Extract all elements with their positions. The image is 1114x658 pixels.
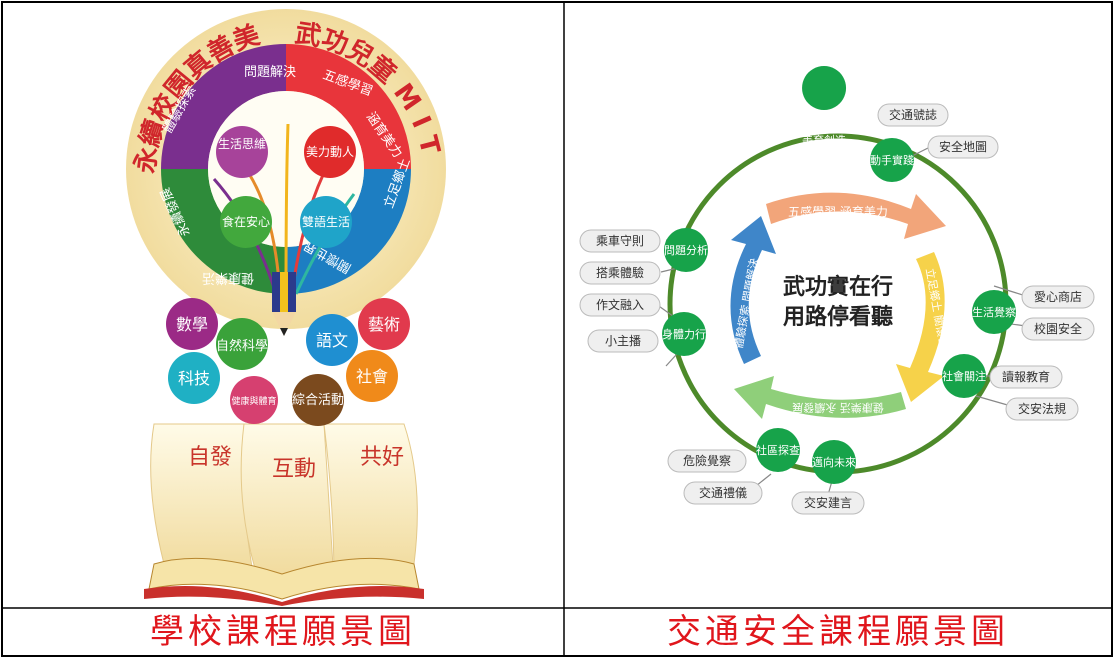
school-vision-diagram: 永續校園真善美 武功兒童 M I T 問題解決 體驗探索 五感學習 涵育美力 立… [4, 4, 562, 606]
center-line2: 用路停看聽 [783, 304, 893, 330]
bubble-food-label: 食在安心 [222, 214, 270, 229]
svg-text:交通禮儀: 交通禮儀 [699, 485, 747, 500]
svg-text:交安建言: 交安建言 [804, 495, 852, 510]
node-social: 社會關注 [942, 354, 986, 398]
svg-text:語文: 語文 [316, 331, 348, 350]
svg-text:邁向未來: 邁向未來 [812, 455, 856, 469]
svg-text:動手實踐: 動手實踐 [870, 153, 914, 167]
node-life: 生活覺察 [972, 290, 1016, 334]
bubble-bilingual [300, 196, 352, 248]
cycle-ring [667, 133, 1009, 475]
subject-science [216, 318, 268, 370]
bubble-food [220, 196, 272, 248]
svg-text:讀報教育: 讀報教育 [1002, 369, 1050, 384]
traffic-vision-diagram: 五感學習 涵育美力 立足鄉土 關懷世界 健康樂活 永續發展 體驗探索 問題解決 … [566, 4, 1110, 606]
svg-text:作文融入: 作文融入 [596, 297, 644, 312]
ring-label-health: 健康樂活 [202, 270, 254, 286]
svg-text:身體力行: 身體力行 [662, 327, 706, 341]
node-community: 社區探查 [756, 428, 800, 472]
svg-text:社會: 社會 [356, 367, 388, 386]
node-body: 身體力行 [662, 312, 706, 356]
svg-text:搭乘體驗: 搭乘體驗 [596, 266, 644, 280]
svg-text:健康與體育: 健康與體育 [231, 395, 276, 407]
svg-text:愛心商店: 愛心商店 [1034, 289, 1082, 304]
svg-text:自然科學: 自然科學 [216, 338, 268, 354]
page-word-right: 共好 [360, 445, 404, 470]
caption-school-vision: 學校課程願景圖 [150, 612, 416, 652]
subject-arts [358, 298, 410, 350]
svg-text:生活覺察: 生活覺察 [972, 305, 1016, 319]
arrow-left [730, 216, 776, 364]
svg-text:危險覺察: 危險覺察 [683, 453, 731, 468]
bubble-beauty-label: 美力動人 [306, 145, 354, 159]
open-book [144, 557, 424, 606]
svg-text:校園安全: 校園安全 [1034, 321, 1082, 336]
arrow-top [766, 192, 946, 239]
subject-language [306, 314, 358, 366]
subject-tech [168, 352, 220, 404]
pencil-icon [272, 272, 296, 336]
node-problem: 問題分析 [664, 228, 708, 272]
subject-math [166, 298, 218, 350]
center-line1: 武功實在行 [783, 274, 893, 300]
caption-traffic-vision: 交通安全課程願景圖 [667, 612, 1009, 652]
svg-text:綜合活動: 綜合活動 [292, 393, 344, 408]
svg-text:美育創造: 美育創造 [802, 133, 846, 147]
ring-segment-purple [161, 44, 286, 169]
svg-text:小主播: 小主播 [605, 334, 641, 348]
ring-label-problem: 問題解決 [244, 65, 296, 80]
subject-social [346, 350, 398, 402]
svg-text:安全地圖: 安全地圖 [939, 139, 987, 154]
bubble-life-label: 生活思維 [218, 137, 266, 151]
svg-text:數學: 數學 [176, 315, 208, 334]
svg-text:交通號誌: 交通號誌 [889, 107, 937, 122]
svg-text:乘車守則: 乘車守則 [596, 234, 644, 248]
node-future: 邁向未來 [812, 440, 856, 484]
svg-text:交安法規: 交安法規 [1018, 401, 1066, 416]
bubble-life [216, 126, 268, 178]
ring-segment-red [286, 44, 411, 169]
svg-text:藝術: 藝術 [368, 315, 400, 334]
svg-text:科技: 科技 [178, 369, 210, 388]
svg-text:健康樂活 永續發展: 健康樂活 永續發展 [792, 401, 884, 415]
node-hands: 動手實踐 [870, 138, 914, 182]
node-beauty: 美育創造 [802, 66, 847, 147]
svg-text:社會關注: 社會關注 [942, 369, 986, 383]
arrow-right [896, 252, 945, 402]
page-word-left: 自發 [188, 445, 232, 470]
bubble-bilingual-label: 雙語生活 [302, 214, 350, 229]
subject-health [230, 376, 278, 424]
outer-labels: 交通號誌 安全地圖 愛心商店 校園安全 讀報教育 交安法規 交安建言 交通禮儀 … [579, 103, 1095, 515]
subject-integrated [292, 374, 344, 426]
svg-text:五感學習 涵育美力: 五感學習 涵育美力 [788, 204, 888, 219]
svg-text:社區探查: 社區探查 [756, 443, 800, 457]
book-pages [150, 423, 418, 586]
page-word-middle: 互動 [272, 457, 316, 482]
bubble-beauty [304, 126, 356, 178]
arrow-bottom [734, 376, 906, 419]
svg-text:問題分析: 問題分析 [664, 243, 708, 257]
